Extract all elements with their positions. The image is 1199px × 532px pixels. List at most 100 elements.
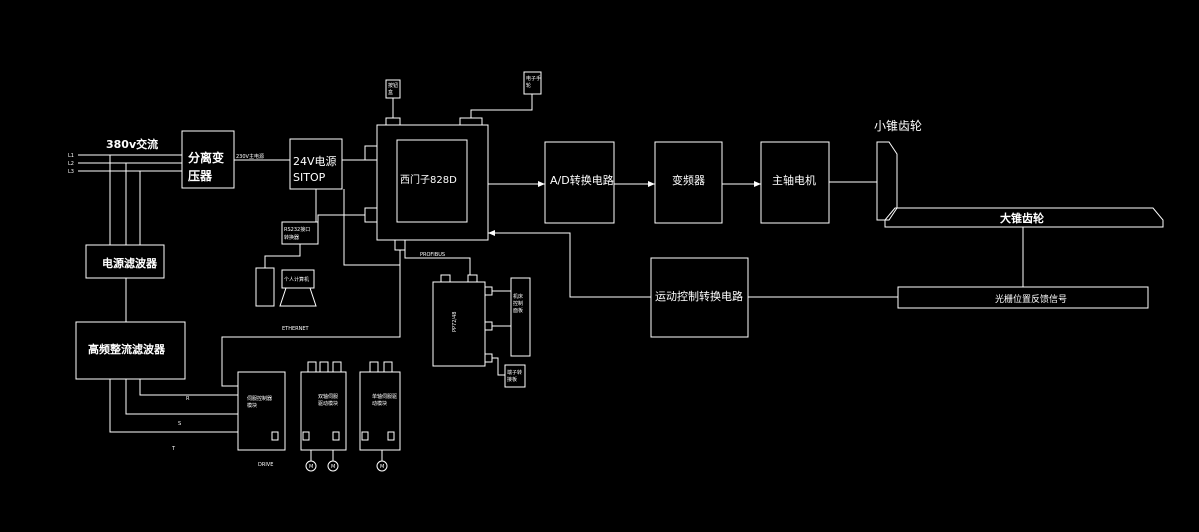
drive3-box	[359, 371, 401, 451]
siemens-outer-box	[376, 124, 489, 241]
line-top-right	[470, 94, 533, 118]
ad-box	[544, 141, 615, 224]
drive3-label-1: 单轴伺服驱	[372, 393, 397, 400]
line-io-to-terminal	[492, 357, 505, 376]
io-port-r3	[484, 353, 493, 363]
pc-caption: ETHERNET	[282, 326, 310, 332]
terminal-label-2: 接板	[507, 376, 517, 383]
drive1-box	[237, 371, 286, 451]
transformer-label-2: 压器	[188, 169, 213, 183]
line-usb-to-pc	[264, 244, 301, 268]
drive1-label-2: 模块	[247, 402, 257, 409]
arrowhead-ad	[538, 181, 545, 187]
drive3-port-b2	[387, 431, 395, 441]
drive-bus-line	[221, 265, 401, 387]
motor-1-icon	[305, 460, 317, 472]
phase-label-l2: L2	[68, 161, 74, 167]
inverter-label: 变频器	[672, 173, 705, 187]
siemens-port-top-1	[385, 117, 401, 126]
machine-panel-label-1: 机床	[513, 293, 523, 300]
io-port-2	[467, 274, 478, 283]
hf-filter-box	[75, 321, 186, 380]
usb-box-label-1: RS232接口	[284, 226, 310, 233]
drive3-port-1	[369, 361, 379, 373]
drive1-port	[271, 431, 279, 441]
profibus-label: PROFIBUS	[420, 252, 445, 258]
io-label: PP72/48	[452, 312, 458, 332]
power-filter-box	[85, 244, 165, 279]
siemens-port-bottom	[394, 239, 406, 251]
bus-line-r	[139, 379, 238, 396]
supply-line-label: 230V主电源	[236, 153, 264, 160]
r-label: R	[186, 396, 190, 402]
phase-label-l1: L1	[68, 153, 74, 159]
motor-1-label: M	[309, 464, 313, 470]
pc-keyboard	[279, 287, 317, 307]
usb-box-label-2: 转换器	[284, 234, 299, 241]
line-usb-to-828d	[317, 214, 365, 222]
arrowhead-spindle	[754, 181, 761, 187]
motor-2-label: M	[331, 464, 335, 470]
siemens-port-left-1	[364, 145, 378, 161]
power-filter-label: 电源滤波器	[102, 256, 158, 270]
bus-line-s	[125, 379, 238, 415]
drive3-label-2: 动模块	[372, 400, 387, 407]
supply-label: 380v交流	[106, 137, 158, 151]
ad-label: A/D转换电路	[550, 173, 614, 187]
big-bevel-label: 大锥齿轮	[1000, 211, 1044, 225]
drive2-port-2	[319, 361, 329, 373]
hf-filter-label: 高频整流滤波器	[88, 342, 166, 356]
pc-tower	[255, 267, 275, 307]
s-label: S	[178, 421, 181, 427]
machine-panel-label-3: 面板	[513, 307, 523, 314]
drive2-port-3	[332, 361, 342, 373]
drive3-port-b1	[361, 431, 369, 441]
io-port-1	[440, 274, 451, 283]
small-bevel-gear	[876, 141, 898, 221]
siemens-label: 西门子828D	[400, 173, 457, 186]
drive2-port-b2	[332, 431, 340, 441]
terminal-label-1: 端子转	[507, 369, 522, 376]
power24-label-2: SITOP	[293, 171, 326, 184]
transformer-label-1: 分离变	[188, 150, 224, 165]
io-port-r1	[484, 286, 493, 296]
spindle-label: 主轴电机	[772, 173, 816, 187]
drive3-port-2	[383, 361, 393, 373]
drive-bus-label: DRIVE	[258, 462, 273, 468]
motor-3-icon	[376, 460, 388, 472]
terminal-box	[504, 364, 526, 388]
arrowhead-inverter	[648, 181, 655, 187]
line-24v-to-bus	[343, 189, 401, 266]
line-motion-to-828d	[488, 232, 651, 298]
t-label: T	[171, 446, 176, 452]
pc-label: 个人计算机	[284, 276, 309, 283]
machine-panel-box	[510, 277, 531, 357]
bus-line-t	[109, 379, 238, 433]
drive2-port-b1	[302, 431, 310, 441]
machine-panel-label-2: 控制	[513, 300, 523, 307]
profibus-line	[404, 250, 471, 275]
small-bevel-label: 小锥齿轮	[874, 119, 922, 133]
motor-2-icon	[327, 460, 339, 472]
drive2-label-1: 双轴伺服	[318, 393, 338, 400]
top-left-box-label-2: 盒	[388, 89, 393, 96]
inverter-box	[654, 141, 723, 224]
io-port-r2	[484, 321, 493, 331]
feedback-label: 光栅位置反馈信号	[995, 293, 1067, 305]
top-right-box-label-2: 轮	[526, 82, 531, 89]
top-left-box-label-1: 按钮	[388, 82, 398, 89]
drive2-label-2: 驱动模块	[318, 400, 338, 407]
motion-label: 运动控制转换电路	[655, 289, 743, 303]
big-bevel-gear	[884, 207, 1164, 228]
drive1-label-1: 伺服控制器	[247, 395, 272, 402]
power24-label-1: 24V电源	[293, 154, 337, 168]
arrowhead-828d	[488, 230, 495, 236]
top-right-box-label-1: 电子手	[526, 75, 541, 82]
siemens-inner-box	[396, 139, 468, 223]
drive2-port-1	[307, 361, 317, 373]
io-module-box	[432, 281, 486, 367]
siemens-port-left-2	[364, 207, 378, 223]
phase-label-l3: L3	[68, 169, 74, 175]
motor-3-label: M	[380, 464, 384, 470]
